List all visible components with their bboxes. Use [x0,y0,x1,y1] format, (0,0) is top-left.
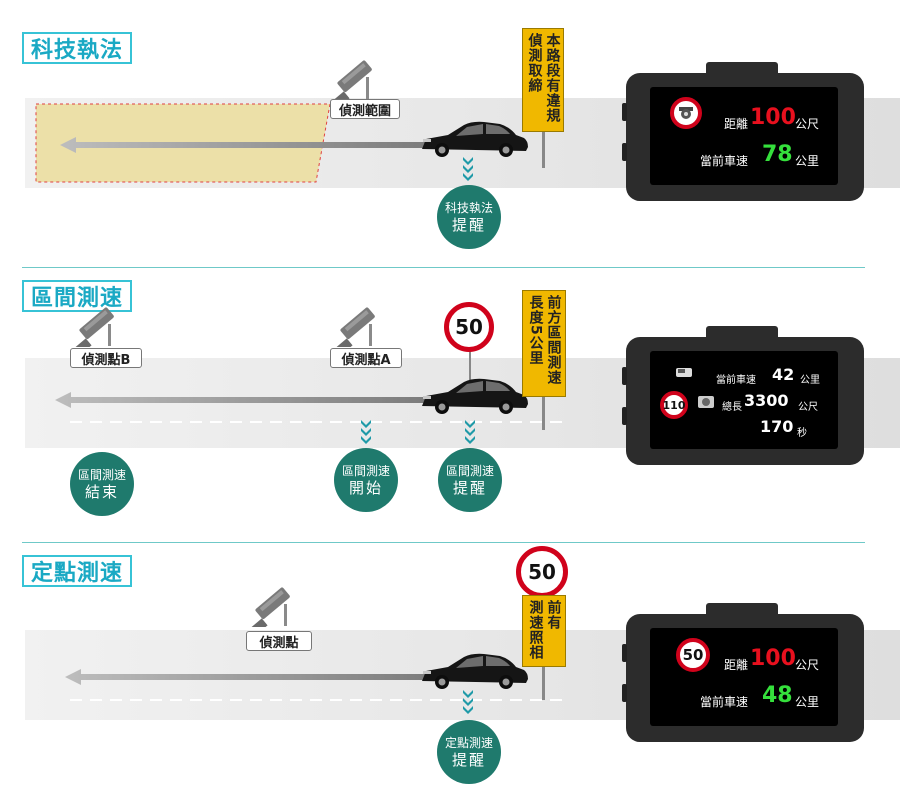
sign-col-2: 偵測取締 [526,33,543,93]
warning-sign: 前方區間測速 長度5公里 [522,290,566,397]
car-icon [422,121,528,157]
direction-arrow [55,392,435,408]
device-screen: 距離 100 公尺 當前車速 78 公里 [650,87,838,185]
circle-line2: 提醒 [451,215,486,234]
start-circle: 區間測速 開始 [334,448,398,512]
direction-arrow [60,137,440,153]
device-button [622,684,627,702]
speed-unit: 公里 [795,695,820,709]
alert-circle: 定點測速 提醒 [437,720,501,784]
section-title-average-speed: 區間測速 [22,280,132,312]
circle-line2: 提醒 [451,750,486,769]
device-screen: 50 距離 100 公尺 當前車速 48 公里 [650,628,838,726]
chevron-down-icon [463,690,473,714]
speed-value: 78 [762,142,793,167]
circle-line2: 開始 [348,478,383,497]
direction-arrow [65,669,445,685]
circle-line2: 提醒 [452,478,487,497]
warning-sign: 前有 測速照相 [522,595,566,667]
chevron-down-icon [465,420,475,444]
sign-col-1: 前有 [545,600,562,630]
sign-col-1: 前方區間測速 [545,295,562,385]
distance-unit: 公尺 [795,658,820,672]
section-divider [22,267,865,268]
device-mount [706,62,778,75]
device-button [622,407,627,425]
time-unit: 秒 [797,428,807,439]
circle-line1: 定點測速 [444,735,493,750]
sign-col-1: 本路段有違規 [544,33,561,123]
end-circle: 區間測速 結束 [70,452,134,516]
length-unit: 公尺 [798,402,818,413]
circle-line1: 區間測速 [341,463,390,478]
sign-col-2: 長度5公里 [527,295,544,366]
camera-icon [336,306,376,347]
device-screen: 當前車速 42 公里 110 總長 3300 公尺 170 秒 [650,351,838,449]
car-icon [676,368,692,377]
camera-icon [75,306,115,347]
distance-unit: 公尺 [795,117,820,131]
speed-unit: 公里 [800,375,820,386]
camera-warning-icon [670,97,702,129]
length-value: 3300 [744,391,789,410]
device-mount [706,326,778,339]
device-button [622,644,627,662]
sign-post [469,340,471,380]
device-mount [706,603,778,616]
device-button [622,103,627,121]
section-title-fixed-speed: 定點測速 [22,555,132,587]
sign-post [542,665,545,700]
length-label: 總長 [722,402,742,413]
camera-label: 偵測點 [246,631,312,651]
camera-icon [698,396,714,408]
warning-sign: 本路段有違規 偵測取締 [522,28,564,132]
distance-value: 100 [750,105,796,130]
device-button [622,367,627,385]
device-button [622,143,627,161]
dashcam-device: 距離 100 公尺 當前車速 78 公里 [622,62,864,201]
chevron-down-icon [361,420,371,444]
limit-sign: 50 [676,638,710,672]
distance-value: 100 [750,646,796,671]
circle-line1: 區間測速 [77,467,126,482]
car-icon [422,378,528,414]
chevron-down-icon [463,157,473,181]
circle-line1: 區間測速 [445,463,494,478]
lane-line [70,699,570,701]
speed-label: 當前車速 [700,695,749,709]
section-divider [22,542,865,543]
distance-label: 距離 [724,658,749,672]
speed-label: 當前車速 [700,154,749,168]
lane-line [70,421,570,423]
circle-line2: 結束 [84,482,119,501]
limit-sign: 110 [660,391,688,419]
sign-post [542,130,545,168]
dashcam-device: 50 距離 100 公尺 當前車速 48 公里 [622,603,864,742]
car-icon [422,653,528,689]
section-title-tech-enforcement: 科技執法 [22,32,132,64]
sign-col-2: 測速照相 [527,600,544,660]
speed-value: 48 [762,683,793,708]
speed-value: 42 [772,365,795,384]
speed-label: 當前車速 [716,375,756,386]
speed-limit-sign: 50 [516,546,568,598]
camera-b-label: 偵測點B [70,348,142,368]
camera-a-label: 偵測點A [330,348,402,368]
distance-label: 距離 [724,117,749,131]
camera-label: 偵測範圍 [330,99,400,119]
speed-unit: 公里 [795,154,820,168]
alert-circle: 區間測速 提醒 [438,448,502,512]
alert-circle: 科技執法 提醒 [437,185,501,249]
dashcam-device: 當前車速 42 公里 110 總長 3300 公尺 170 秒 [622,326,864,465]
camera-icon [333,59,373,100]
speed-limit-sign: 50 [444,302,494,352]
camera-icon [251,586,291,627]
sign-post [542,395,545,430]
time-value: 170 [760,417,794,436]
circle-line1: 科技執法 [444,200,493,215]
